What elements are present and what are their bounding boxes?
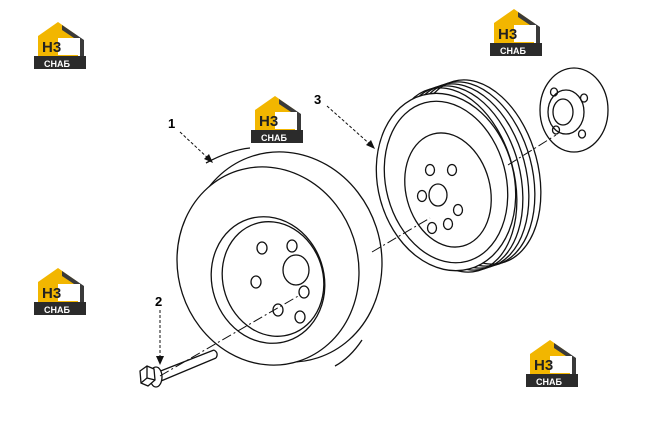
watermark-logo-top-left: H3 CHAБ <box>34 22 86 69</box>
watermark-logo-bottom-right: H3 CHAБ <box>526 340 578 387</box>
watermark-brand: H3 <box>534 357 553 374</box>
watermark-sub: CHAБ <box>500 46 526 56</box>
callout-3: 3 <box>314 92 321 107</box>
hub-adapter <box>539 67 609 153</box>
crankshaft-pulley <box>375 79 542 273</box>
bolt <box>139 349 218 388</box>
damper-pulley <box>176 147 383 367</box>
watermark-brand: H3 <box>42 39 61 56</box>
callout-1: 1 <box>168 116 175 131</box>
watermark-logo-center: H3 CHAБ <box>251 96 303 143</box>
callout-2: 2 <box>155 294 162 309</box>
leader-lines <box>159 105 373 360</box>
watermark-logo-left: H3 CHAБ <box>34 268 86 315</box>
watermark-sub: CHAБ <box>261 133 287 143</box>
watermark-brand: H3 <box>498 26 517 43</box>
leader-arrowheads <box>156 140 375 365</box>
watermark-sub: CHAБ <box>536 377 562 387</box>
watermark-sub: CHAБ <box>44 305 70 315</box>
watermark-brand: H3 <box>259 113 278 130</box>
center-axis <box>159 134 557 377</box>
watermark-logo-top-right: H3 CHAБ <box>490 9 542 56</box>
watermark-sub: CHAБ <box>44 59 70 69</box>
watermark-brand: H3 <box>42 285 61 302</box>
